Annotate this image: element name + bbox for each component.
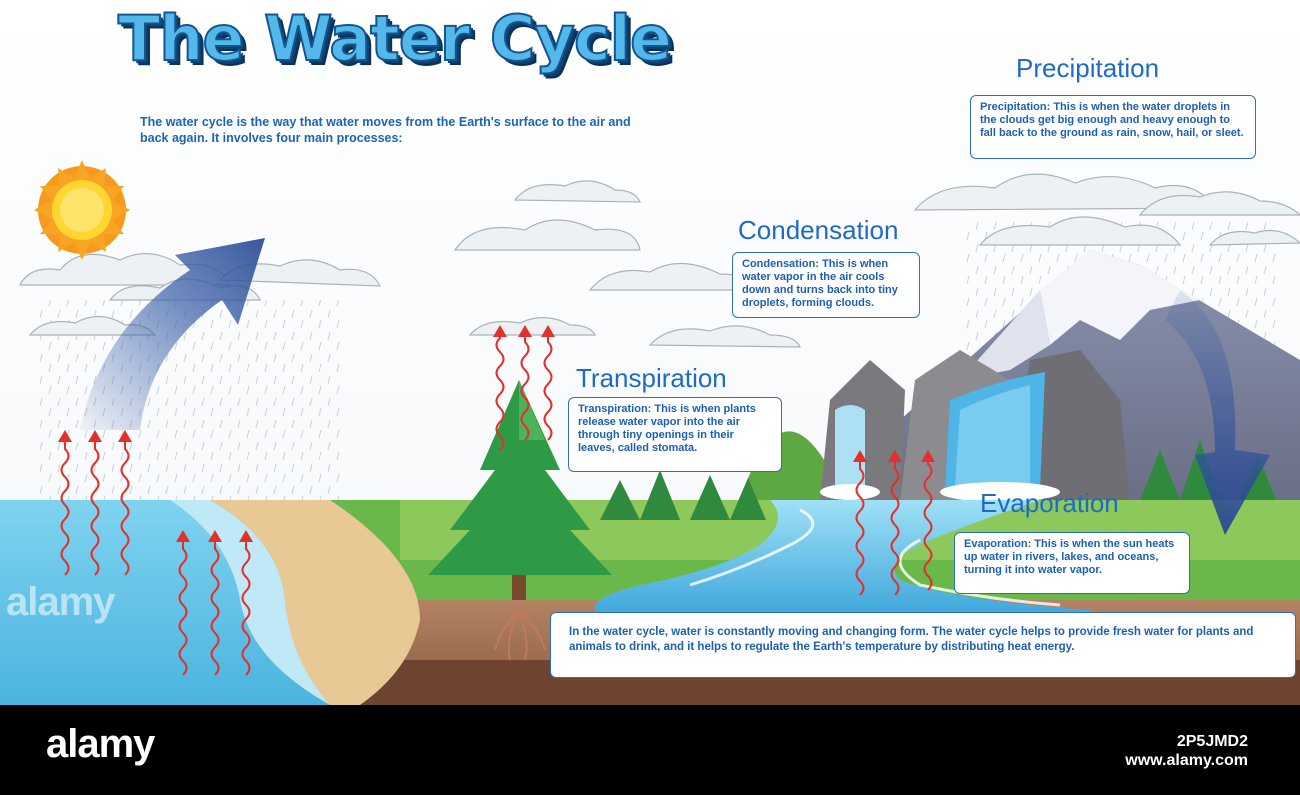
transpiration-heading: Transpiration: [576, 363, 727, 393]
condensation-heading: Condensation: [738, 215, 899, 245]
vapor-arrow-head-icon: [58, 430, 72, 442]
vapor-arrow-head-icon: [493, 325, 507, 337]
precipitation-box: Precipitation: This is when the water dr…: [970, 95, 1256, 159]
sea: [0, 500, 330, 705]
transpiration-box: Transpiration: This is when plants relea…: [568, 397, 782, 472]
evaporation-up-arrow: [80, 238, 265, 430]
vapor-arrow-head-icon: [239, 530, 253, 542]
vapor-arrow-head-icon: [853, 450, 867, 462]
transpiration-text: Transpiration: This is when plants relea…: [578, 403, 756, 454]
vapor-arrow-icon: [520, 335, 530, 441]
precipitation-heading: Precipitation: [1016, 53, 1160, 83]
watermark-faded: alamy: [6, 580, 115, 624]
waterfall-icon: [820, 372, 1060, 502]
vapor-arrow-icon: [890, 460, 900, 596]
vapor-arrow-icon: [120, 440, 130, 576]
watermark-image-id: 2P5JMD2: [1176, 733, 1248, 750]
vapor-arrow-icon: [543, 335, 553, 441]
evaporation-text: Evaporation: This is when the sun heats …: [964, 538, 1175, 576]
intro-text: The water cycle is the way that water mo…: [140, 115, 631, 145]
precipitation-text: Precipitation: This is when the water dr…: [980, 101, 1244, 139]
vapor-arrow-icon: [855, 460, 865, 596]
vapor-arrows: [58, 325, 935, 676]
vapor-arrow-icon: [210, 540, 220, 676]
vapor-arrow-icon: [178, 540, 188, 676]
vapor-arrow-head-icon: [176, 530, 190, 542]
vapor-arrow-head-icon: [118, 430, 132, 442]
vapor-arrow-head-icon: [88, 430, 102, 442]
vapor-arrow-icon: [60, 440, 70, 576]
watermark-logo: alamy: [46, 722, 155, 766]
vapor-arrow-head-icon: [208, 530, 222, 542]
vapor-arrow-icon: [90, 440, 100, 576]
watermark-url: www.alamy.com: [1125, 752, 1248, 769]
summary-box: In the water cycle, water is constantly …: [550, 612, 1296, 678]
sun-icon: [34, 160, 130, 260]
vapor-arrow-head-icon: [921, 450, 935, 462]
precipitation-down-arrow: [1165, 290, 1270, 535]
vapor-arrow-head-icon: [888, 450, 902, 462]
evaporation-box: Evaporation: This is when the sun heats …: [954, 532, 1190, 594]
page-title: The Water Cycle: [117, 1, 673, 76]
summary-text: In the water cycle, water is constantly …: [569, 626, 1254, 653]
vapor-arrow-head-icon: [518, 325, 532, 337]
evaporation-heading: Evaporation: [980, 488, 1119, 518]
vapor-arrow-icon: [495, 335, 505, 451]
condensation-box: Condensation: This is when water vapor i…: [732, 252, 920, 318]
vapor-arrow-icon: [241, 540, 251, 676]
vapor-arrow-icon: [923, 460, 933, 591]
vapor-arrow-head-icon: [541, 325, 555, 337]
tree-icon: [428, 380, 612, 661]
condensation-text: Condensation: This is when water vapor i…: [742, 258, 898, 309]
watermark-bar: [0, 705, 1300, 795]
river: [595, 500, 1090, 615]
